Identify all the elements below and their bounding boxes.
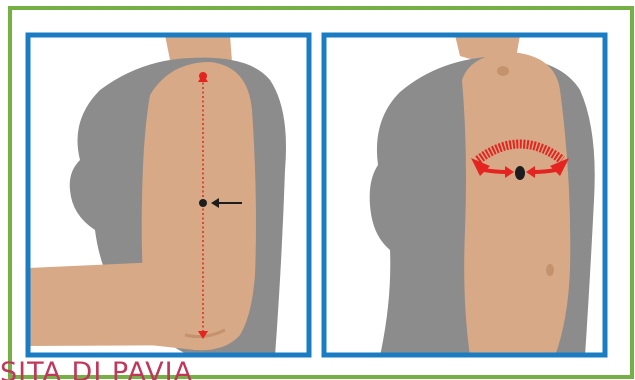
right-panel bbox=[324, 35, 605, 356]
left-panel bbox=[28, 35, 309, 356]
midpoint-marker bbox=[199, 199, 207, 207]
upper-arm bbox=[462, 52, 570, 356]
skin-mark-lower bbox=[546, 264, 554, 276]
skin-mark-top bbox=[497, 66, 509, 76]
footer-text: SITA DI PAVIA bbox=[0, 350, 300, 380]
footer-text-label: SITA DI PAVIA bbox=[0, 359, 300, 380]
midpoint-marker bbox=[515, 166, 525, 180]
